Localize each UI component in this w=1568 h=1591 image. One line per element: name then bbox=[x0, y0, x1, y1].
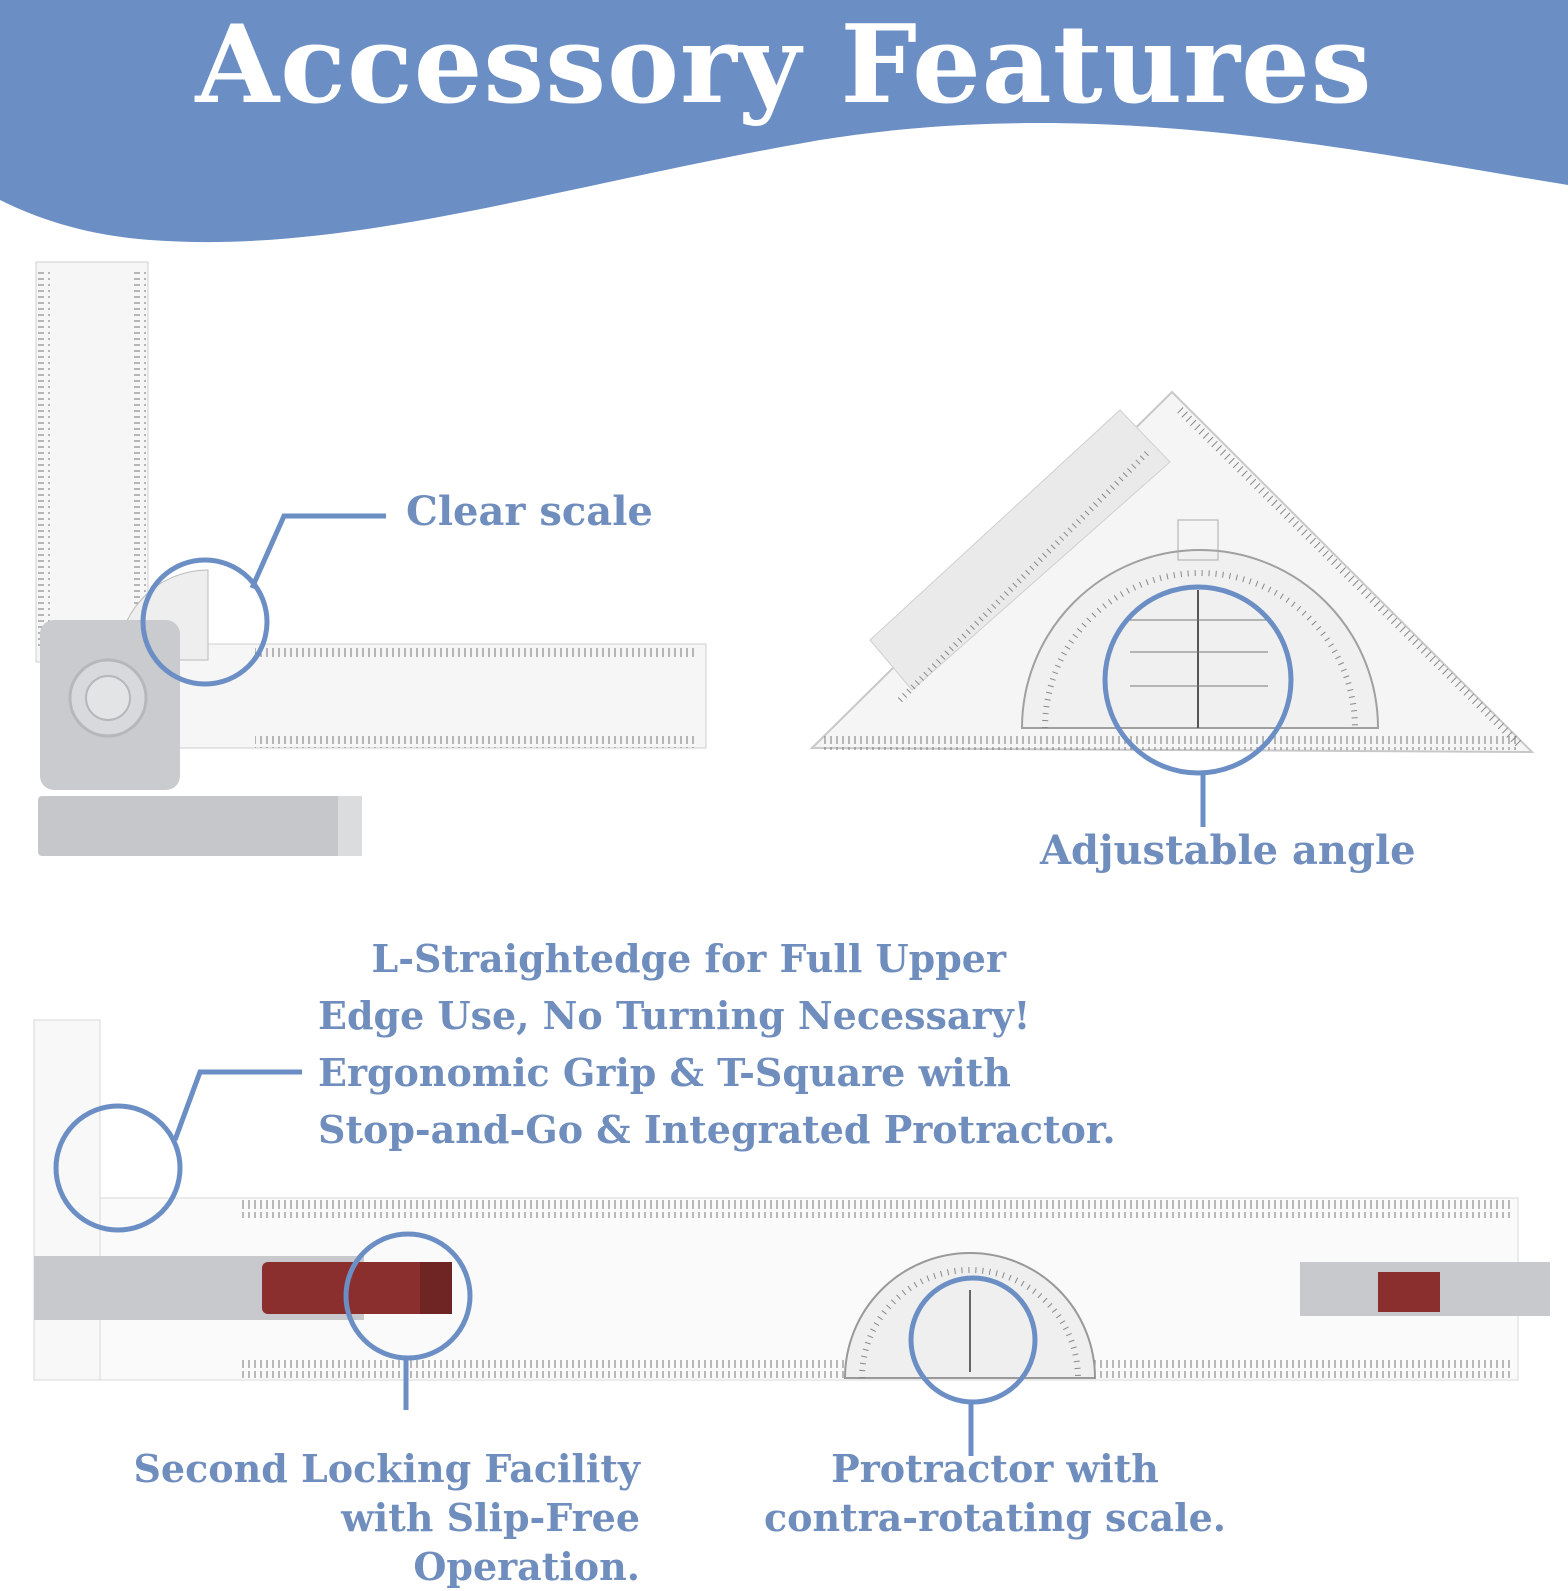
callout-line: Ergonomic Grip & T-Square with bbox=[318, 1050, 1011, 1095]
callout-circle-locking bbox=[343, 1231, 473, 1410]
callout-circle-clear-scale bbox=[140, 513, 386, 687]
callout-circle-protractor bbox=[908, 1275, 1038, 1456]
header-banner bbox=[0, 0, 1568, 243]
l-square-ruler-icon bbox=[35, 261, 707, 856]
callout-clear-scale: Clear scale bbox=[406, 488, 653, 535]
callout-protractor: Protractor with contra-rotating scale. bbox=[730, 1444, 1260, 1542]
callout-l-straightedge: L-Straightedge for Full Upper Edge Use, … bbox=[318, 930, 1118, 1158]
callout-line: contra-rotating scale. bbox=[763, 1495, 1227, 1540]
callout-line: Protractor with bbox=[831, 1446, 1159, 1491]
callout-circle-adjustable-angle bbox=[1102, 584, 1294, 827]
callout-line: Second Locking Facility bbox=[133, 1446, 640, 1491]
callout-circle-l-straightedge bbox=[53, 1069, 302, 1233]
callout-locking-facility: Second Locking Facility with Slip-Free O… bbox=[120, 1444, 640, 1591]
callout-adjustable-angle: Adjustable angle bbox=[1040, 827, 1416, 874]
callout-line: Edge Use, No Turning Necessary! bbox=[318, 993, 1031, 1038]
t-square-ruler-icon bbox=[33, 1019, 1550, 1381]
callout-line: Stop-and-Go & Integrated Protractor. bbox=[318, 1107, 1116, 1152]
callout-line: L-Straightedge for Full Upper bbox=[371, 936, 1007, 981]
callout-line: with Slip-Free Operation. bbox=[341, 1495, 640, 1589]
page-title: Accessory Features bbox=[195, 2, 1373, 128]
set-square-protractor-icon bbox=[809, 390, 1535, 754]
